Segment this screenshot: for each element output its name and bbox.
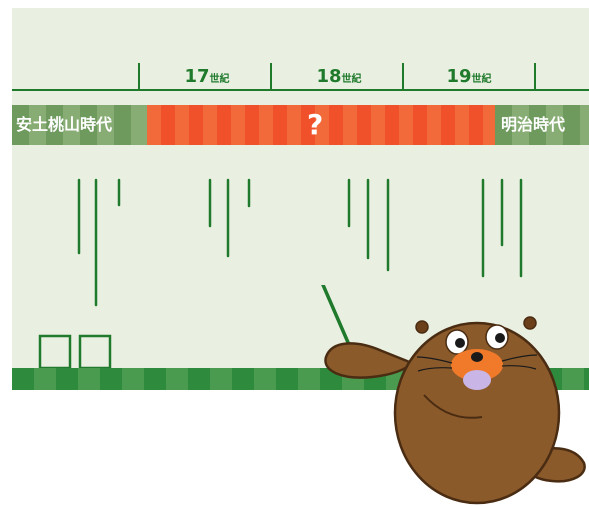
seal-ear xyxy=(523,316,537,330)
seal-ear xyxy=(415,320,429,334)
era-meiji: 明治時代 xyxy=(495,105,589,145)
hanging-lines xyxy=(38,178,523,370)
sea-lion-teacher-icon xyxy=(321,285,586,505)
century-label-17: 17世紀 xyxy=(184,66,230,87)
era-unknown: ? xyxy=(147,105,495,145)
seal-mouth xyxy=(463,370,491,390)
era-band: 安土桃山時代 ? 明治時代 xyxy=(12,105,589,145)
seal-flipper-left xyxy=(324,342,415,379)
timeline-board: 17世紀 18世紀 19世紀 安土桃山時代 ? 明治時代 xyxy=(12,8,589,390)
seal-nose xyxy=(471,352,483,362)
era-left-label: 安土桃山時代 xyxy=(16,115,113,134)
seal-muzzle xyxy=(451,349,503,381)
pointer-stick-icon xyxy=(321,285,352,349)
century-label-18: 18世紀 xyxy=(316,66,362,87)
era-azuchi-momoyama: 安土桃山時代 xyxy=(12,105,147,145)
question-mark: ? xyxy=(307,108,324,141)
seal-chest-fold xyxy=(423,394,483,419)
fence-box xyxy=(38,334,72,370)
era-right-label: 明治時代 xyxy=(501,115,566,134)
timeline-axis xyxy=(12,63,589,91)
century-label-19: 19世紀 xyxy=(446,66,492,87)
fence-box xyxy=(78,334,112,370)
